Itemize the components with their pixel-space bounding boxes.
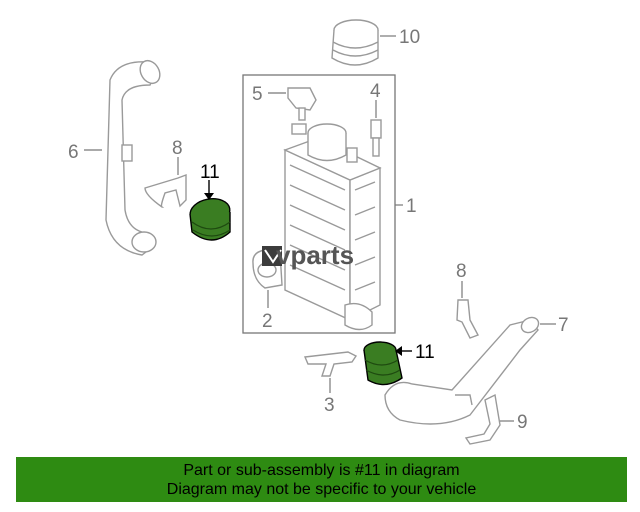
outlet-pipe-part-7 (384, 316, 540, 425)
callout-8-upper: 8 (172, 138, 183, 159)
callout-1: 1 (406, 196, 417, 217)
callout-8-lower: 8 (456, 261, 467, 282)
bracket-part-3 (303, 351, 358, 377)
intercooler-core (283, 123, 382, 331)
callout-11-lower: 11 (415, 342, 435, 363)
watermark-text: vparts (276, 240, 354, 270)
callout-2: 2 (262, 311, 273, 332)
banner-line-2: Diagram may not be specific to your vehi… (166, 480, 477, 498)
callout-5: 5 (252, 84, 263, 105)
callout-11-upper: 11 (200, 162, 220, 183)
arrow-11-lower (395, 346, 402, 356)
info-banner: Part or sub-assembly is #11 in diagram D… (16, 457, 627, 502)
hose-part-11-upper (189, 198, 231, 241)
bracket-part-8-upper (144, 173, 187, 208)
callout-9: 9 (517, 412, 528, 433)
callout-10: 10 (399, 27, 420, 48)
intake-pipe-part-6 (105, 59, 161, 256)
hose-part-11-lower (363, 341, 403, 386)
callout-3: 3 (324, 395, 335, 416)
callout-6: 6 (68, 142, 79, 163)
bracket-part-9 (464, 393, 501, 445)
callout-7: 7 (558, 315, 569, 336)
banner-line-1: Part or sub-assembly is #11 in diagram (183, 461, 460, 479)
watermark-logo: vparts (262, 240, 354, 270)
bracket-part-8-lower (456, 299, 479, 339)
intercooler-assembly-frame (242, 74, 396, 334)
coupler-part-10 (331, 19, 379, 66)
callout-4: 4 (370, 81, 381, 102)
arrow-11-upper (204, 193, 214, 200)
sensor-part-5 (287, 87, 317, 121)
parts-diagram: 2 1 10 5 4 6 8 11 (68, 19, 569, 445)
sensor-part-4 (370, 119, 382, 157)
